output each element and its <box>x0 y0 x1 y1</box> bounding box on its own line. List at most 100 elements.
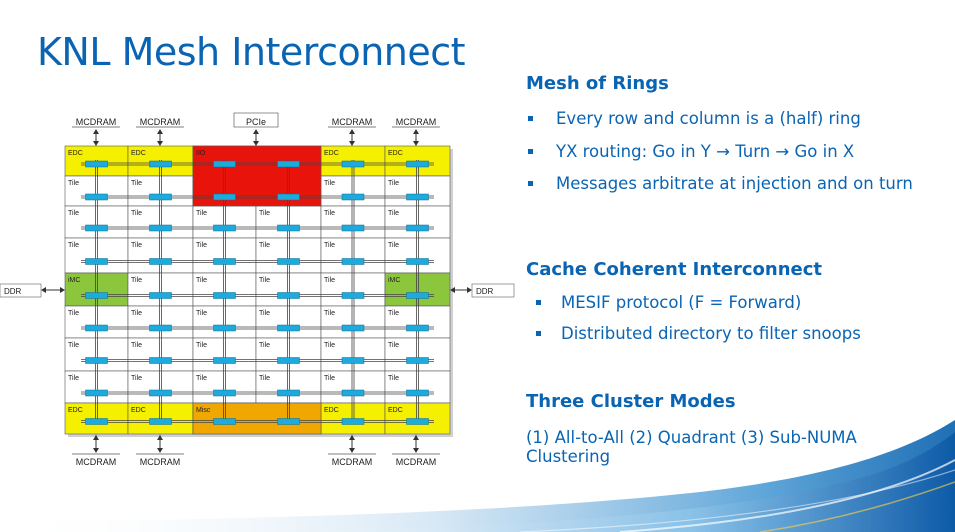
grid-cell <box>320 370 386 404</box>
cell-label: Tile <box>259 277 270 284</box>
cell-label: Tile <box>388 180 399 187</box>
grid-cell <box>192 370 257 404</box>
top-mem-label: PCIe <box>246 117 266 127</box>
grid-cell <box>192 237 257 274</box>
cell-label: Tile <box>388 342 399 349</box>
bullet-item: Distributed directory to filter snoops <box>526 323 946 345</box>
grid-cell <box>64 337 129 372</box>
cell-label: Tile <box>196 310 207 317</box>
grid-cell <box>192 272 257 307</box>
cell-label: Tile <box>388 242 399 249</box>
mesh-stop <box>341 357 365 364</box>
cell-label: Tile <box>324 342 335 349</box>
mesh-stop <box>277 160 300 168</box>
cell-label: EDC <box>131 150 146 157</box>
grid-cell <box>320 237 386 274</box>
grid-cell <box>127 175 194 207</box>
bullet-marker-icon <box>536 300 541 305</box>
grid-cell <box>255 337 322 372</box>
cell-label: Tile <box>324 210 335 217</box>
slide-title: KNL Mesh Interconnect <box>37 30 466 74</box>
mesh-stop <box>406 292 429 299</box>
mesh-stop <box>149 258 172 265</box>
mesh-stop <box>341 160 365 168</box>
cell-label: Tile <box>131 210 142 217</box>
iio-block <box>192 145 322 207</box>
bullet-marker-icon <box>528 181 533 186</box>
cell-label: Tile <box>259 310 270 317</box>
mesh-stop <box>85 418 108 425</box>
ddr-left-box <box>0 283 42 298</box>
mesh-stop <box>213 160 236 168</box>
bullet-marker-icon <box>536 331 541 336</box>
mesh-stop <box>341 292 365 299</box>
mesh-stop <box>149 389 172 397</box>
mesh-stop <box>213 389 236 397</box>
cell-label: Tile <box>196 277 207 284</box>
bottom-mem-label: MCDRAM <box>76 457 117 467</box>
mesh-stop <box>277 292 300 299</box>
bullet-text: MESIF protocol (F = Forward) <box>561 293 802 312</box>
mesh-stop <box>213 418 236 425</box>
cell-label: Tile <box>196 375 207 382</box>
cell-label: iMC <box>68 277 80 284</box>
arrow-down-icon <box>93 448 99 453</box>
grid-cell <box>384 305 451 339</box>
bullet-item: Messages arbitrate at injection and on t… <box>526 173 946 217</box>
mesh-stop <box>277 258 300 265</box>
bullet-item: Every row and column is a (half) ring <box>526 108 946 130</box>
cell-label: Tile <box>324 310 335 317</box>
grid-cell <box>192 305 257 339</box>
top-mem-label: MCDRAM <box>140 117 181 127</box>
cell-label: Misc <box>196 407 211 414</box>
mesh-stop <box>213 193 236 201</box>
cell-label: EDC <box>388 150 403 157</box>
cell-label: Tile <box>68 310 79 317</box>
arrow-left-icon <box>41 287 46 293</box>
arrow-left-icon <box>450 287 455 293</box>
cell-label: IIO <box>196 150 206 157</box>
bullet-text: Messages arbitrate at injection and on t… <box>556 174 913 193</box>
mesh-stop <box>85 258 108 265</box>
grid-cell <box>384 205 451 239</box>
mesh-stop <box>85 357 108 364</box>
grid-cell <box>255 272 322 307</box>
grid-cell <box>64 305 129 339</box>
mesh-stop <box>406 418 429 425</box>
cell-label: Tile <box>196 242 207 249</box>
cell-label: Tile <box>259 375 270 382</box>
mesh-stop <box>341 324 365 332</box>
cell-label: Tile <box>68 210 79 217</box>
mesh-stop <box>277 418 300 425</box>
heading-mesh-of-rings: Mesh of Rings <box>526 73 669 94</box>
cell-label: EDC <box>68 407 83 414</box>
mesh-stop <box>85 324 108 332</box>
mesh-stop <box>85 389 108 397</box>
mesh-stop <box>213 224 236 232</box>
mesh-stop <box>341 389 365 397</box>
cell-label: Tile <box>68 242 79 249</box>
mesh-stop <box>149 324 172 332</box>
arrow-down-icon <box>253 141 259 146</box>
cell-label: Tile <box>259 210 270 217</box>
grid-cell <box>64 370 129 404</box>
cell-label: Tile <box>131 277 142 284</box>
grid-cell <box>384 272 451 307</box>
cell-label: iMC <box>388 277 400 284</box>
bullet-text: YX routing: Go in Y → Turn → Go in X <box>556 142 855 161</box>
cell-label: Tile <box>388 310 399 317</box>
bottom-mem-label: MCDRAM <box>396 457 437 467</box>
cell-label: Tile <box>196 210 207 217</box>
grid-cell <box>64 205 129 239</box>
pcie-box <box>233 112 279 128</box>
arrow-right-icon <box>467 287 472 293</box>
grid-cell <box>384 237 451 274</box>
mesh-stop <box>341 193 365 201</box>
mesh-stop <box>277 324 300 332</box>
grid-cell <box>127 205 194 239</box>
cell-label: Tile <box>131 310 142 317</box>
grid-cell <box>64 175 129 207</box>
ddr-right-label: DDR <box>476 287 494 296</box>
grid-cell <box>384 337 451 372</box>
